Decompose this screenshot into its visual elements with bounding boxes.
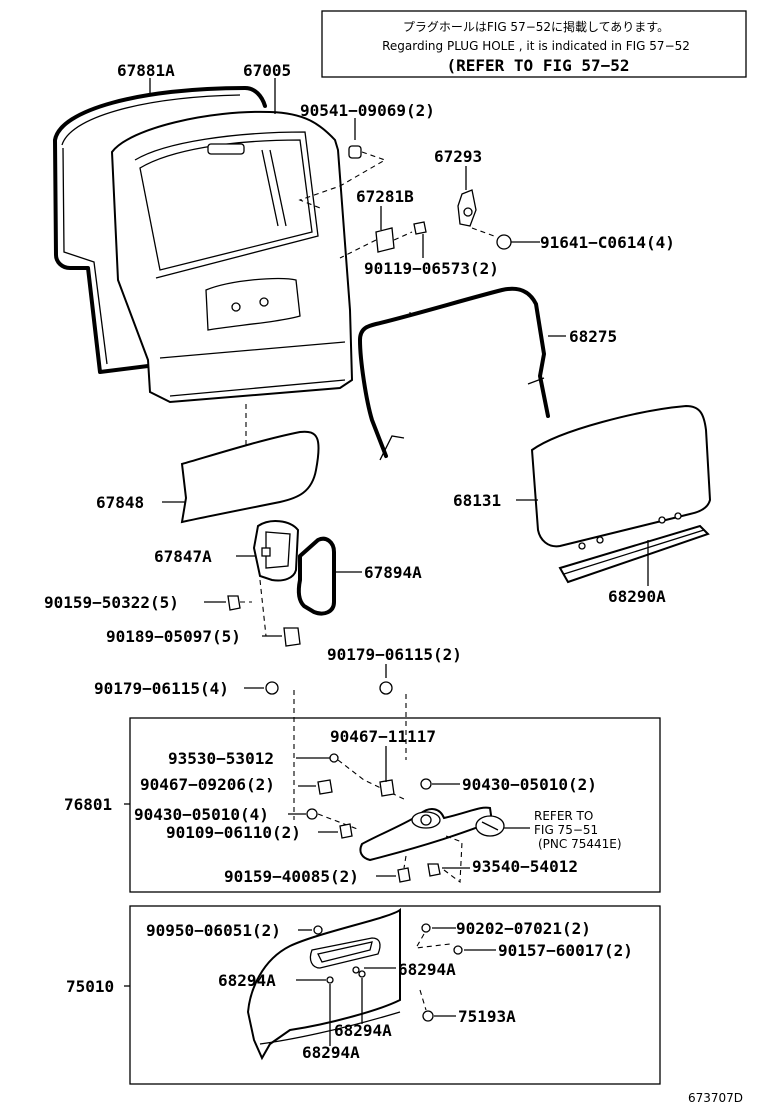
label-75193A: 75193A bbox=[458, 1007, 516, 1026]
glass-68131 bbox=[516, 404, 712, 548]
diagram-id: 673707D bbox=[688, 1091, 743, 1105]
label-68131: 68131 bbox=[453, 491, 501, 510]
label-90159-50322: 90159−50322(5) bbox=[44, 593, 179, 612]
clip-90541-09069 bbox=[298, 118, 387, 209]
label-68294A-lower: 68294A bbox=[334, 1021, 392, 1040]
note-line-japanese: プラグホールはFIG 57−52に掲載してあります。 bbox=[403, 19, 669, 34]
label-90202-07021: 90202−07021(2) bbox=[456, 919, 591, 938]
label-90159-40085: 90159−40085(2) bbox=[224, 867, 359, 886]
hinge-bracket-67281B bbox=[339, 206, 427, 259]
label-90179-06115-b: 90179−06115(2) bbox=[327, 645, 462, 664]
clip-90179-06115-a bbox=[244, 681, 295, 820]
label-90109-06110: 90109−06110(2) bbox=[166, 823, 301, 842]
service-cover-67847A bbox=[236, 520, 300, 582]
label-90430-05010-a: 90430−05010(4) bbox=[134, 805, 269, 824]
label-75010: 75010 bbox=[66, 977, 114, 996]
label-90950-06051: 90950−06051(2) bbox=[146, 921, 281, 940]
clip-90159-50322 bbox=[204, 579, 267, 637]
label-67005: 67005 bbox=[243, 61, 291, 80]
molding-68290A bbox=[558, 512, 710, 586]
label-93540-54012: 93540−54012 bbox=[472, 857, 578, 876]
refer-line-3: (PNC 75441E) bbox=[538, 837, 622, 851]
label-90119-06573: 90119−06573(2) bbox=[364, 259, 499, 278]
label-67881A: 67881A bbox=[117, 61, 175, 80]
clip-90179-06115-b bbox=[379, 664, 407, 760]
label-67894A: 67894A bbox=[364, 563, 422, 582]
label-67848: 67848 bbox=[96, 493, 144, 512]
label-68290A: 68290A bbox=[608, 587, 666, 606]
label-90467-09206: 90467−09206(2) bbox=[140, 775, 275, 794]
label-67281B: 67281B bbox=[356, 187, 414, 206]
label-93530-53012: 93530−53012 bbox=[168, 749, 274, 768]
label-76801: 76801 bbox=[64, 795, 112, 814]
label-90179-06115-a: 90179−06115(4) bbox=[94, 679, 229, 698]
gasket-67894A bbox=[296, 536, 362, 616]
label-67847A: 67847A bbox=[154, 547, 212, 566]
label-67293: 67293 bbox=[434, 147, 482, 166]
label-90541-09069: 90541−09069(2) bbox=[300, 101, 435, 120]
note-box: プラグホールはFIG 57−52に掲載してあります。 Regarding PLU… bbox=[321, 10, 747, 78]
label-68294A-left: 68294A bbox=[218, 971, 276, 990]
back-door-67005 bbox=[110, 110, 354, 404]
label-90157-60017: 90157−60017(2) bbox=[498, 941, 633, 960]
refer-line-2: FIG 75−51 bbox=[534, 823, 598, 837]
stopper-67293 bbox=[457, 166, 540, 250]
note-line-english: Regarding PLUG HOLE , it is indicated in… bbox=[382, 39, 690, 53]
trim-board-67848 bbox=[162, 404, 320, 524]
weatherstrip-67881A bbox=[53, 86, 267, 374]
label-68294A-right: 68294A bbox=[398, 960, 456, 979]
label-68294A-bottom: 68294A bbox=[302, 1043, 360, 1062]
label-91641-C0614: 91641−C0614(4) bbox=[540, 233, 675, 252]
assembly-box-76801 bbox=[124, 717, 661, 893]
label-90189-05097: 90189−05097(5) bbox=[106, 627, 241, 646]
label-68275: 68275 bbox=[569, 327, 617, 346]
label-90467-11117: 90467−11117 bbox=[330, 727, 436, 746]
weatherstrip-68275 bbox=[358, 286, 566, 461]
note-line-refer: (REFER TO FIG 57−52 bbox=[446, 56, 629, 75]
assembly-box-75010 bbox=[124, 905, 661, 1085]
clip-90189-05097 bbox=[262, 627, 301, 647]
refer-line-1: REFER TO bbox=[534, 809, 593, 823]
label-90430-05010-b: 90430−05010(2) bbox=[462, 775, 597, 794]
